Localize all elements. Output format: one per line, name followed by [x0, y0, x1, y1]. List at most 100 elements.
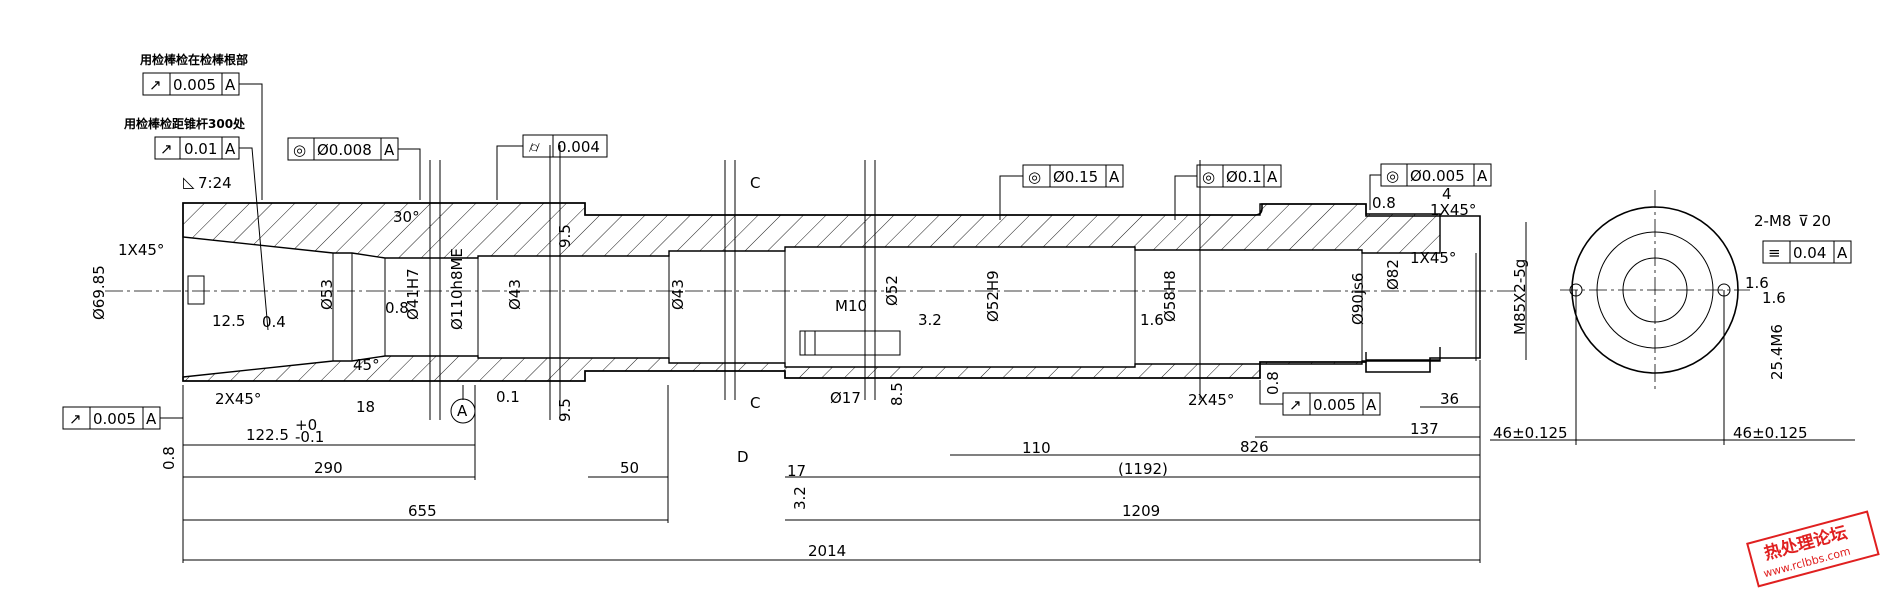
dim-label: 18 — [356, 398, 375, 416]
shaft-outline — [182, 202, 1481, 382]
dim-label: 3.2 — [791, 486, 809, 510]
concentricity-icon: ◎ — [1028, 168, 1041, 186]
fcf-runout-2: ↗ 0.01 A — [154, 136, 240, 160]
concentricity-icon: ◎ — [1386, 167, 1399, 185]
fcf-datum: A — [1267, 168, 1278, 186]
dim-label: 122.5 — [246, 426, 289, 444]
section-cut-lines — [429, 145, 1201, 420]
dim-label: 4 — [1442, 185, 1452, 203]
fcf-sym-1: ≡ 0.04 A — [1762, 240, 1852, 264]
dim-label: Ø43 — [506, 279, 524, 310]
fcf-value: Ø0.1 — [1226, 168, 1262, 186]
dim-label: 45° — [353, 356, 380, 374]
fcf-value: 0.005 — [173, 76, 216, 94]
dim-label: 9.5 — [556, 224, 574, 248]
fcf-coax-1: ◎ Ø0.008 A — [287, 137, 399, 161]
dim-label: Ø53 — [318, 279, 336, 310]
dim-label: 655 — [408, 502, 437, 520]
dim-label: 3.2 — [918, 311, 942, 329]
dim-label: 0.8 — [1264, 371, 1282, 395]
dim-label: 290 — [314, 459, 343, 477]
fcf-runout-1: ↗ 0.005 A — [142, 72, 240, 96]
fcf-datum: A — [146, 410, 157, 428]
dim-label: 25.4M6 — [1768, 324, 1786, 380]
drive-slot — [187, 275, 205, 305]
fcf-datum: A — [1109, 168, 1120, 186]
fcf-datum: A — [1477, 167, 1488, 185]
dim-label: 8.5 — [888, 382, 906, 406]
dim-label: Ø58H8 — [1161, 270, 1179, 322]
note-mid: 用检棒检距锥杆300处 — [123, 116, 246, 131]
dimension-lines — [182, 222, 1855, 563]
dim-label: 30° — [393, 208, 420, 226]
dim-label: 0.8 — [160, 446, 178, 470]
dim-label: Ø69.85 — [90, 265, 108, 320]
dim-label: 826 — [1240, 438, 1269, 456]
thread-note: 2-M8 — [1754, 212, 1791, 230]
dim-label: 1.6 — [1762, 289, 1786, 307]
dim-label: 0.8 — [1372, 194, 1396, 212]
fcf-value: Ø0.005 — [1410, 167, 1465, 185]
dim-label: 9.5 — [556, 398, 574, 422]
dim-label: -0.1 — [295, 428, 324, 446]
runout-icon: ↗ — [1289, 396, 1302, 414]
symmetry-icon: ≡ — [1768, 244, 1781, 262]
dim-label: M10 — [835, 297, 867, 315]
dim-label: 1X45° — [118, 241, 164, 259]
fcf-coax-2: ◎ Ø0.15 A — [1022, 164, 1124, 188]
taper-ratio: 7:24 — [198, 174, 232, 192]
fcf-datum: A — [384, 141, 395, 159]
dim-label: 36 — [1440, 390, 1459, 408]
dim-label: 0.1 — [496, 388, 520, 406]
dim-label: 137 — [1410, 420, 1439, 438]
dim-label: 46±0.125 — [1733, 424, 1808, 442]
runout-icon: ↗ — [69, 410, 82, 428]
dim-label: Ø41H7 — [404, 268, 422, 320]
dimension-text: Ø69.85 1X45° 12.5 0.4 Ø53 30° 45° 0.8 Ø4… — [90, 185, 1808, 560]
fcf-runout-4: ↗ 0.005 A — [1282, 392, 1381, 416]
dim-label: 2X45° — [1188, 391, 1234, 409]
section-label: C — [750, 174, 760, 192]
concentricity-icon: ◎ — [293, 141, 306, 159]
depth-icon: ⊽ — [1798, 212, 1809, 230]
fcf-datum: A — [225, 76, 236, 94]
dim-label: +0 — [295, 416, 317, 434]
dim-label: 1X45° — [1430, 201, 1476, 219]
dim-label: 17 — [787, 462, 806, 480]
m10-hole — [799, 330, 901, 356]
note-top: 用检棒检在检棒根部 — [139, 52, 248, 67]
fcf-value: 0.01 — [184, 140, 217, 158]
dim-label: M85X2-5g — [1511, 259, 1529, 335]
dim-label: Ø82 — [1384, 259, 1402, 290]
fcf-value: 0.005 — [93, 410, 136, 428]
fcf-value: Ø0.15 — [1053, 168, 1098, 186]
dim-label: 0.4 — [262, 313, 286, 331]
runout-icon: ↗ — [160, 140, 173, 158]
fcf-datum: A — [1837, 244, 1848, 262]
section-label: C — [750, 394, 760, 412]
datum-label: A — [457, 402, 468, 420]
dim-label: Ø43 — [669, 279, 687, 310]
dim-label: Ø52H9 — [984, 270, 1002, 322]
end-view — [1560, 190, 1750, 445]
dim-label: (1192) — [1118, 460, 1168, 478]
thread-depth: 20 — [1812, 212, 1831, 230]
dim-label: 50 — [620, 459, 639, 477]
taper-icon: ◺ — [183, 173, 195, 191]
fcf-value: 0.04 — [1793, 244, 1826, 262]
leader-lines — [160, 83, 1381, 419]
dim-label: 2X45° — [215, 390, 261, 408]
fcf-datum: A — [1366, 396, 1377, 414]
fcf-coax-4: ◎ Ø0.005 A — [1380, 163, 1492, 187]
dim-label: 46±0.125 — [1493, 424, 1568, 442]
fcf-coax-3: ◎ Ø0.1 A — [1196, 164, 1282, 188]
concentricity-icon: ◎ — [1202, 168, 1215, 186]
view-label: D — [737, 448, 749, 466]
watermark-stamp: 热处理论坛 www.rclbbs.com — [1746, 510, 1880, 588]
fcf-datum: A — [225, 140, 236, 158]
fcf-runout-3: ↗ 0.005 A — [62, 406, 161, 430]
shaft-wall-upper — [182, 202, 1441, 259]
fcf-value: Ø0.008 — [317, 141, 372, 159]
dim-label: 1.6 — [1745, 274, 1769, 292]
dim-label: 12.5 — [212, 312, 245, 330]
